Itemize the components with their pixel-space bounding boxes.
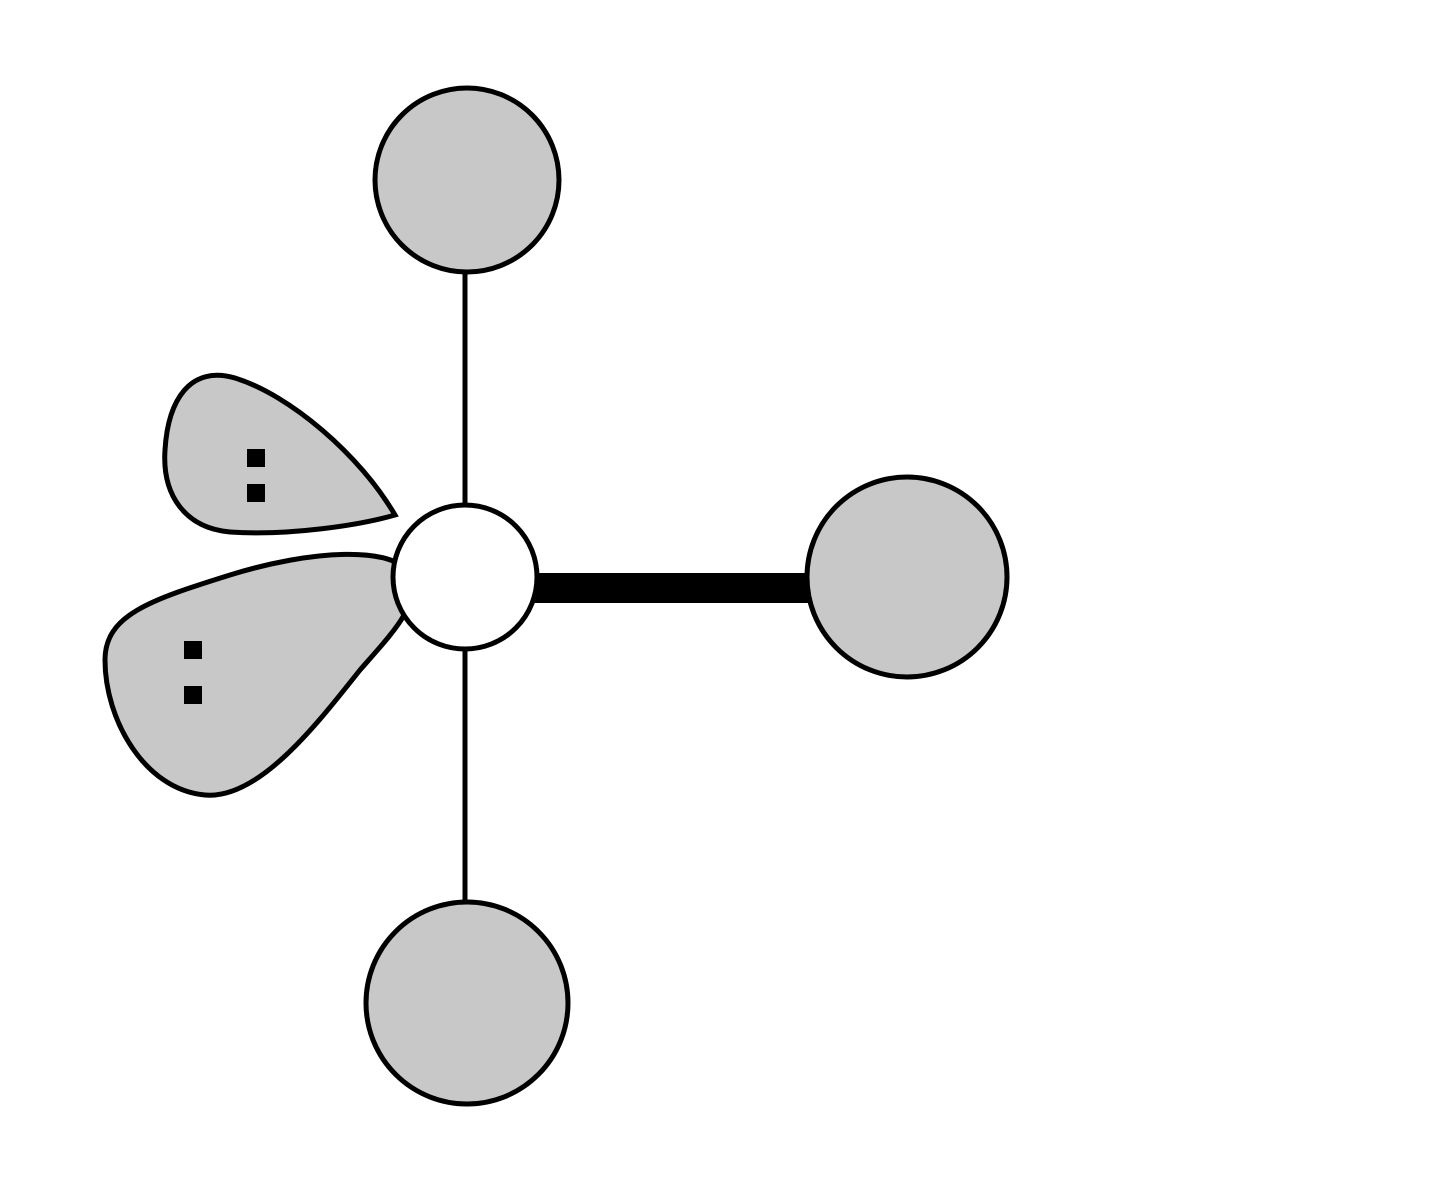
lone-pair-lobe-lower — [102, 551, 415, 798]
electron-dot — [247, 449, 265, 467]
atom-equatorial-right — [804, 474, 1010, 680]
atom-axial-top — [372, 85, 562, 275]
atom-axial-bottom — [363, 899, 571, 1107]
electron-dot — [247, 484, 265, 502]
lone-pair-lobe-upper — [162, 372, 399, 536]
central-atom — [390, 502, 540, 652]
bond-equatorial-right — [528, 573, 813, 603]
electron-dot — [184, 641, 202, 659]
electron-dot — [184, 686, 202, 704]
